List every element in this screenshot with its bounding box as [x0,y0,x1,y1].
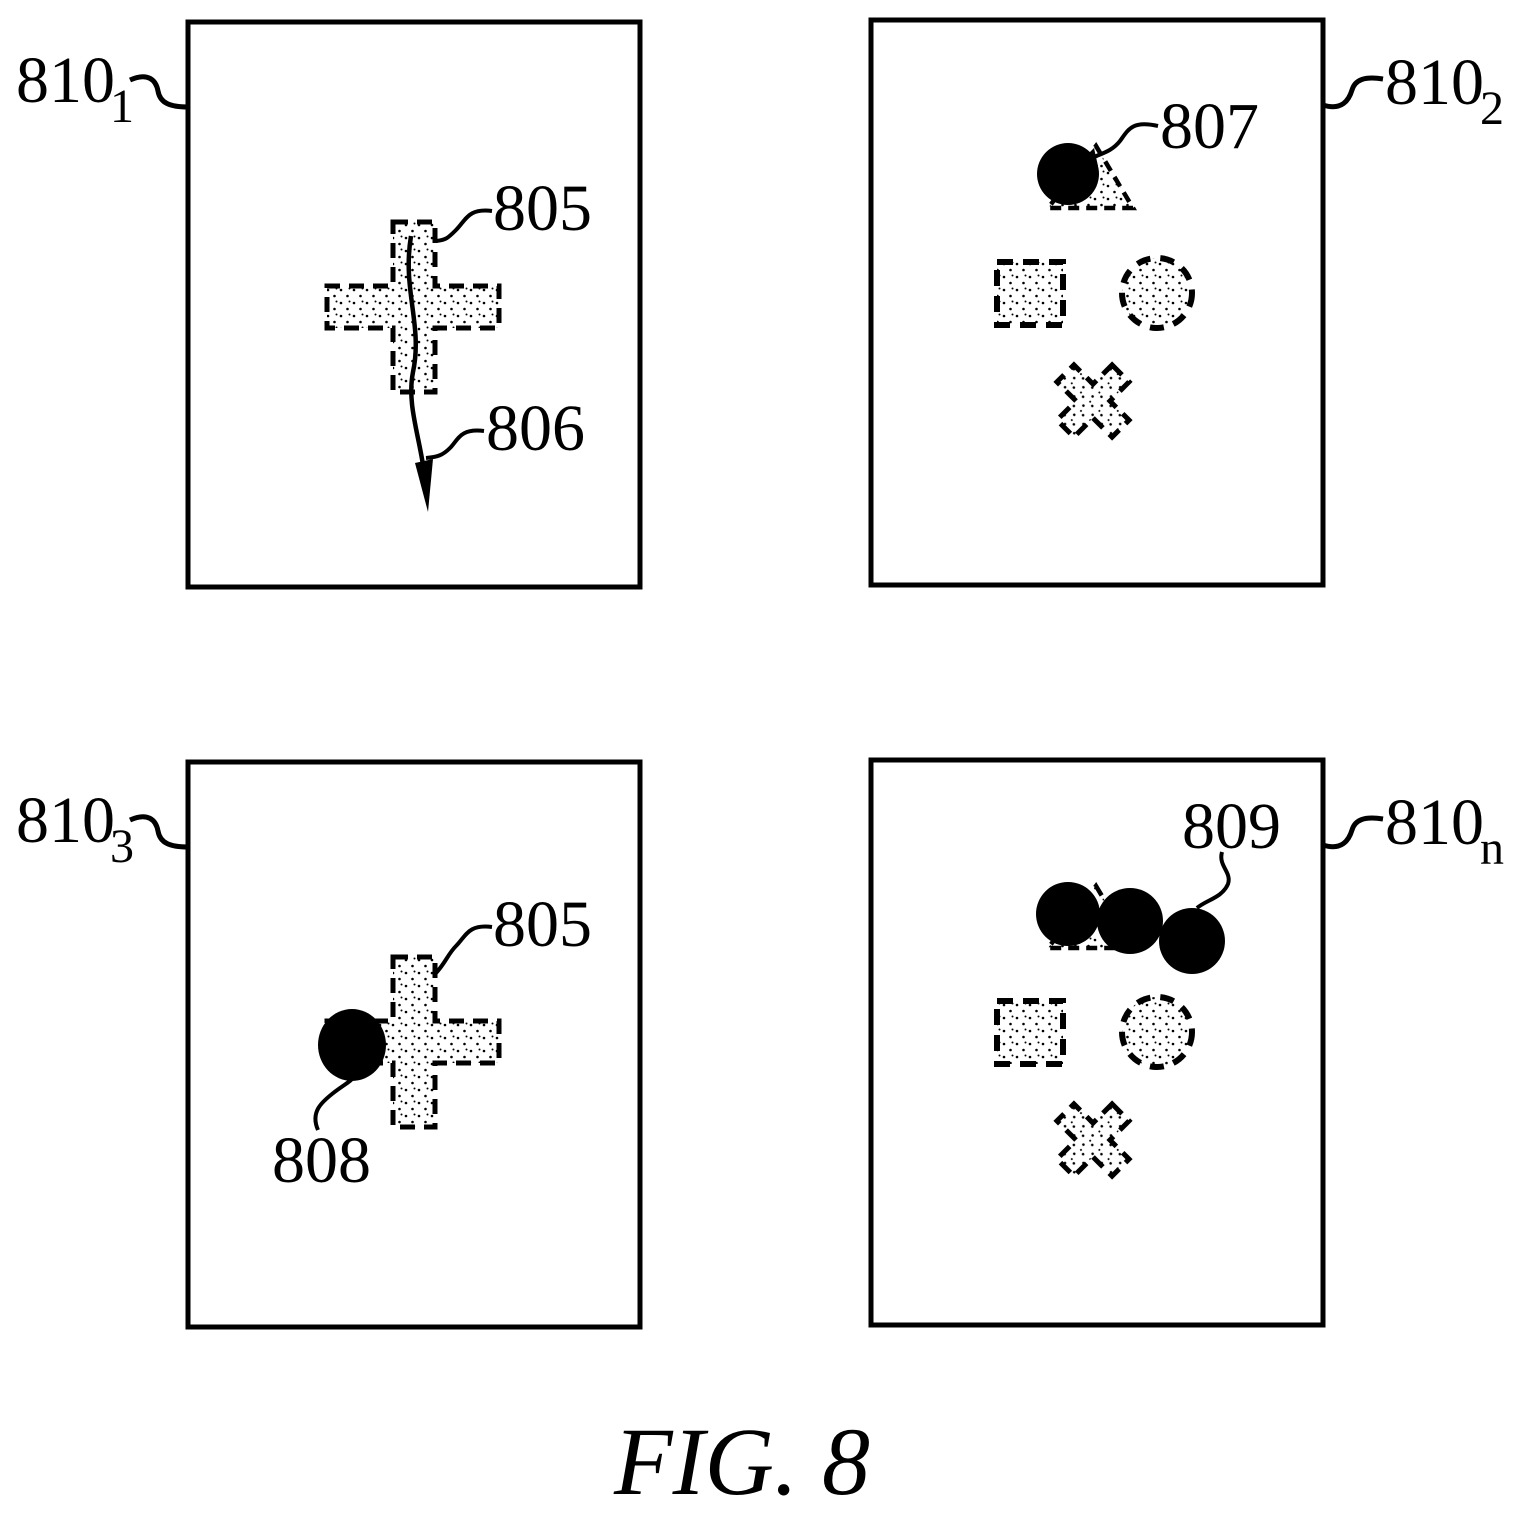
figure-caption: FIG. 8 [613,1408,870,1515]
callout-805-panel3: 805 [493,888,592,961]
tracked-dot [1037,143,1099,205]
motion-arrowhead-icon [415,459,433,512]
frame-label-810-1-subscript: 1 [110,80,134,133]
callout-806-panel1: 806 [486,392,585,465]
frame-label-810-3-subscript: 3 [110,820,134,873]
connector-810-1 [128,74,189,110]
motion-path-line [406,235,426,466]
frame-label-810-3: 810 [16,784,115,857]
leader-line-805-2 [434,924,493,975]
connector-810-2 [1322,75,1384,110]
dashed-square-2 [994,998,1066,1067]
display-frame-2 [868,17,1326,588]
frame-label-810-n-subscript: n [1480,822,1504,875]
display-frame-n [868,757,1326,1328]
dashed-circle [1119,255,1195,331]
connector-810-3 [128,814,189,850]
leader-line-809 [1195,851,1231,910]
leader-arrowhead-807-icon [1080,148,1098,166]
dashed-square [994,259,1066,328]
frame-label-810-n: 810 [1385,786,1484,859]
dashed-circle-2 [1119,994,1195,1070]
frame-label-810-1: 810 [16,44,115,117]
frame-label-810-2: 810 [1385,46,1484,119]
dot-trail-1 [1036,882,1100,946]
leader-line-807 [1093,122,1159,159]
leader-line-805 [435,208,493,243]
dot-trail-2 [1097,888,1163,954]
callout-805-panel1: 805 [493,172,592,245]
connector-810-n [1322,815,1384,850]
dot-trail-3 [1159,908,1225,974]
tracked-dot-2 [318,1009,386,1081]
leader-line-806 [425,428,485,460]
callout-807-panel2: 807 [1160,90,1259,163]
frame-label-810-2-subscript: 2 [1480,82,1504,135]
callout-809-paneln: 809 [1182,790,1281,863]
callout-808-panel3: 808 [272,1124,371,1197]
leader-line-808 [313,1076,355,1131]
